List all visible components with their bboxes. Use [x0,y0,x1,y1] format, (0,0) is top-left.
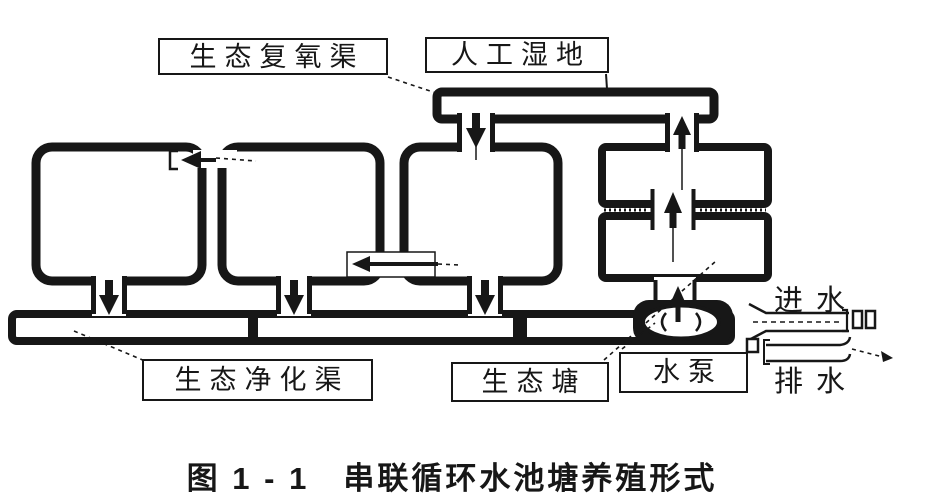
arrow-left-icon [181,151,201,169]
arrow-right-icon [881,351,893,362]
pump-impeller-mark [660,312,667,332]
pump-impeller-mark [695,312,702,332]
label-text: 生态净化渠 [175,365,350,395]
pipe-outline [748,302,849,315]
wetland-channel [432,87,719,124]
pipe-outline [748,329,849,342]
arrow-down-icon [284,295,304,315]
flow-arrows [99,113,691,322]
label-artificial-wetland: 人工湿地 [425,37,609,73]
arrow-up-icon [664,192,682,213]
label-box [451,362,609,402]
ecological-pond-right-group [598,143,772,282]
arrow-down-icon [99,295,119,315]
outlet-pipe [745,336,893,365]
label-text: 水泵 [653,357,723,387]
culture-pond-1 [31,142,207,286]
pump-body [641,303,721,341]
flow-dash [851,348,884,358]
leader-wetland [605,73,608,90]
leader-ecological-pond [603,260,717,361]
inlet-label: 进水 [774,284,858,317]
valve-box [864,309,877,330]
purification-channel-body [8,310,735,345]
label-box [425,37,609,73]
leader-pump [621,322,656,350]
culture-ponds-left-group [31,142,563,286]
label-text: 人工湿地 [451,40,591,70]
arrow-up-icon [673,116,691,135]
label-box [142,359,373,401]
label-ecological-pond: 生态塘 [451,362,609,402]
valve-box [851,309,864,330]
label-purification-channel: 生态净化渠 [142,359,373,401]
arrow-dash-tail [215,157,257,162]
label-reoxygenation-channel: 生态复氧渠 [158,38,388,75]
label-water-pump: 水泵 [619,352,748,393]
water-pump-symbol [633,300,733,344]
figure-caption: 图 1 - 1 串联循环水池塘养殖形式 [187,461,718,496]
arrow-dash-tail [437,263,460,266]
outlet-label: 排水 [774,365,858,398]
label-box [158,38,388,75]
pipe-outline [766,353,852,363]
leader-purification [73,330,146,362]
valve-bracket [763,339,770,365]
arrow-down-icon [466,128,486,148]
arrow-down-icon [475,295,495,315]
leader-lines [73,73,717,362]
valve-box [745,337,760,354]
label-box [619,352,748,393]
inlet-pipe [748,302,877,342]
label-text: 生态复氧渠 [190,42,365,72]
leader-reoxygenation [387,76,437,94]
arrow-left-icon [352,256,370,272]
wetland-channel-body [432,87,719,124]
label-text: 生态塘 [482,367,587,397]
gate-bracket [168,149,178,171]
pipe-outline [766,336,852,347]
valve-bracket [842,308,849,333]
